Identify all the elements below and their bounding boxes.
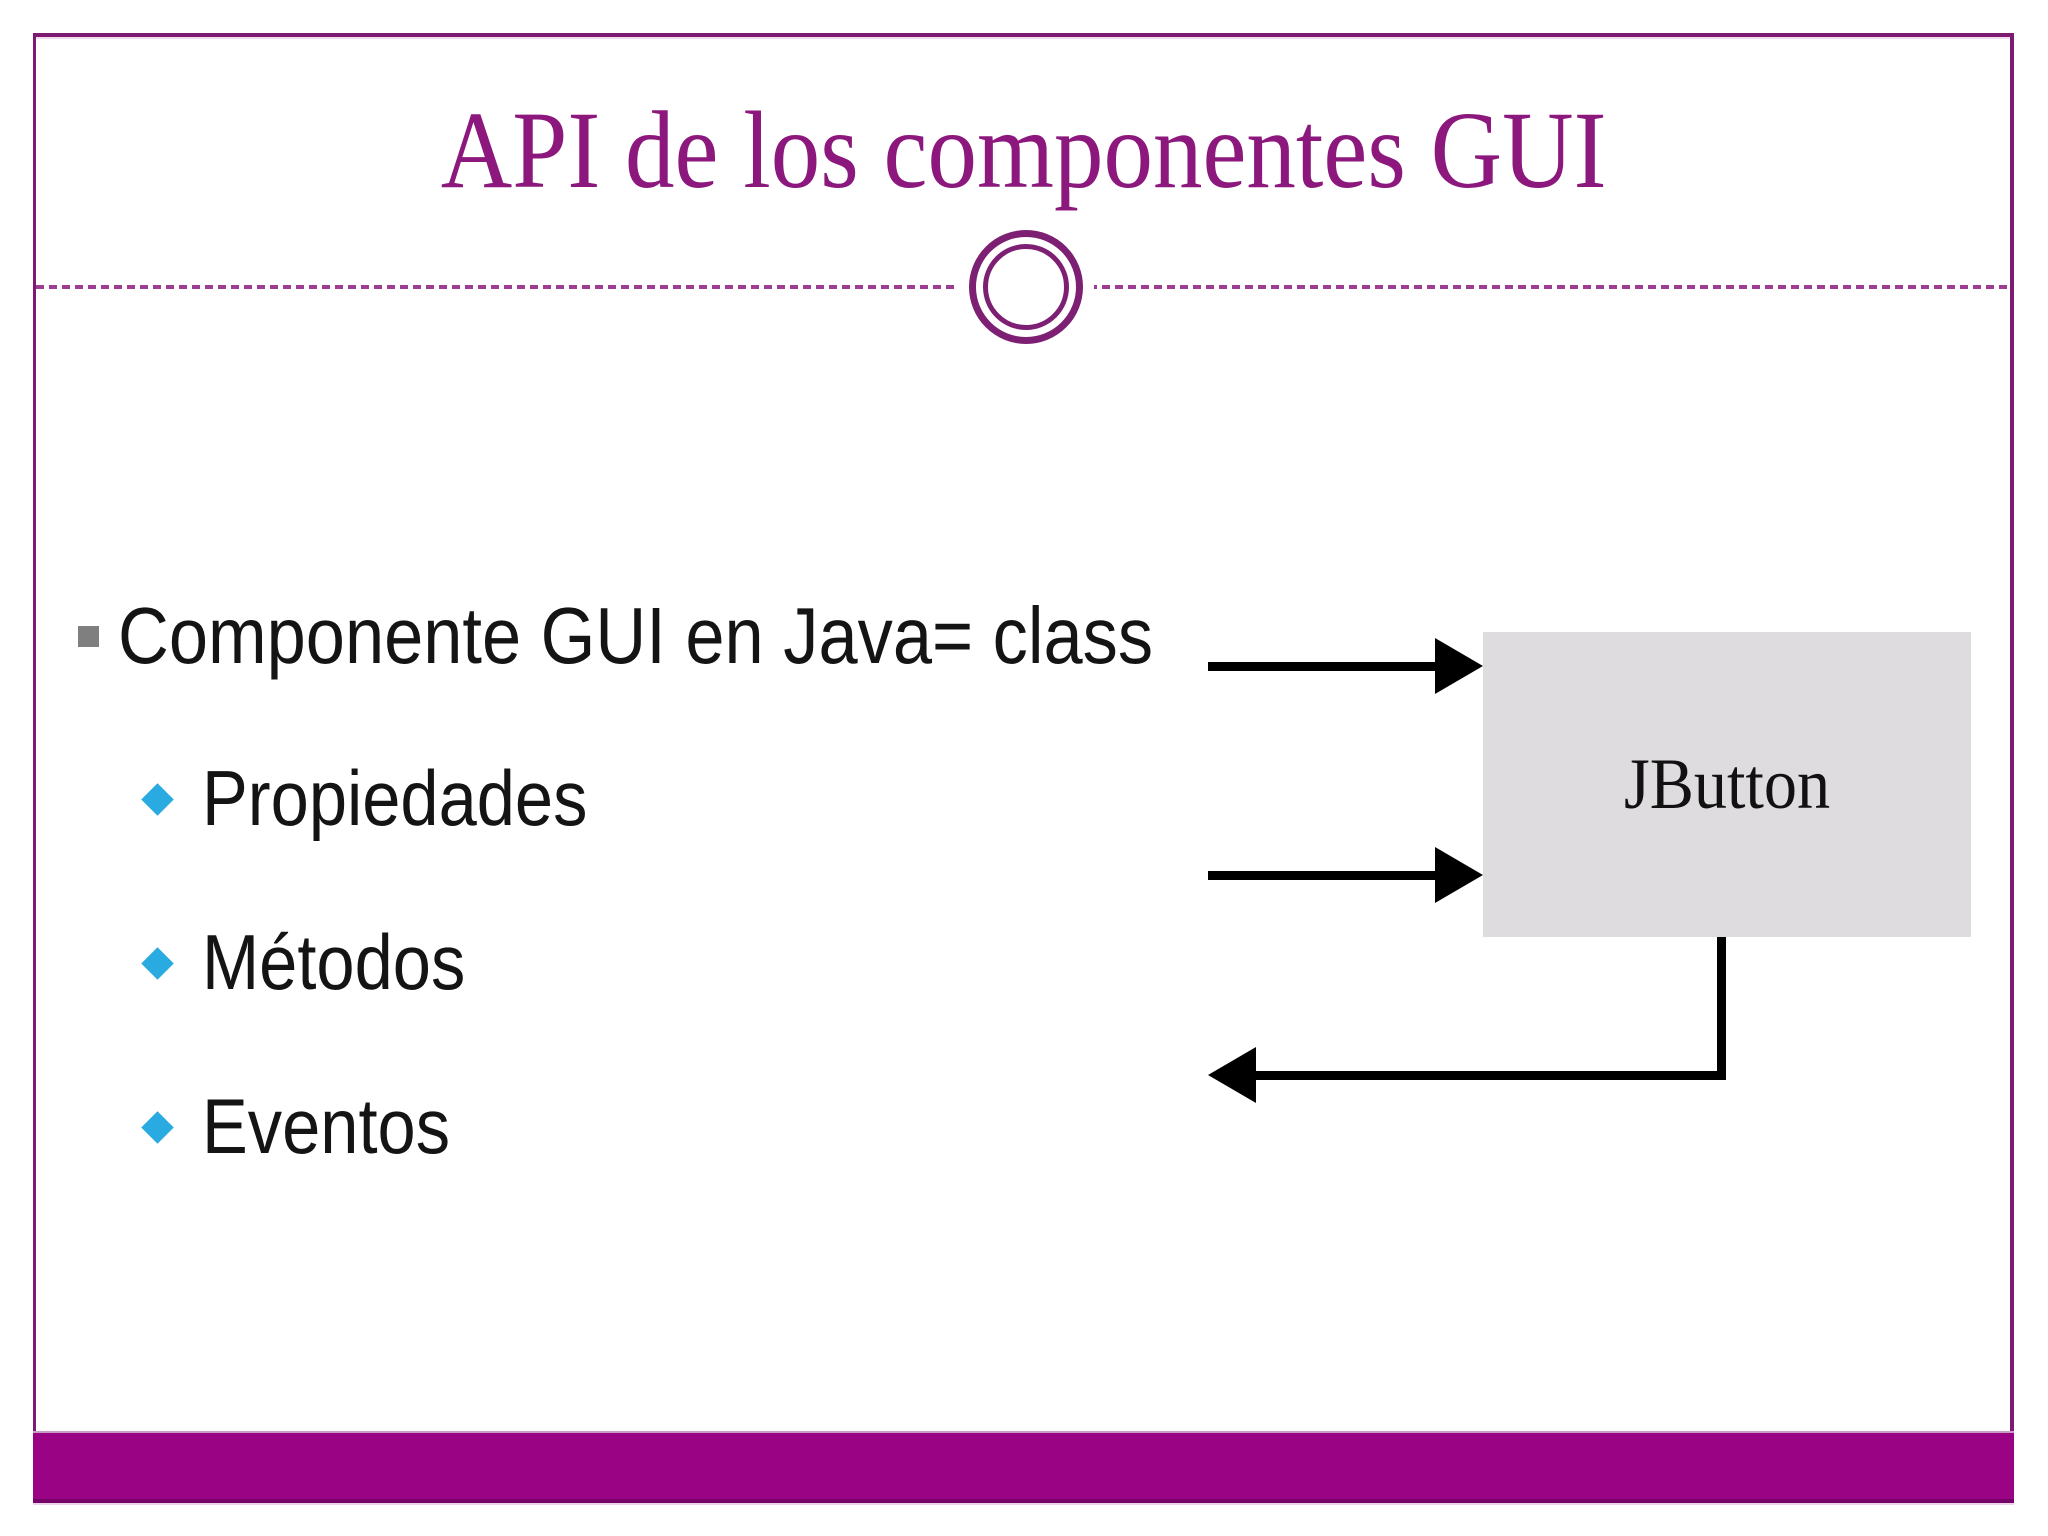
arrow-right-head-icon (1435, 638, 1483, 694)
bullet-sub-text: Métodos (202, 918, 466, 1007)
diamond-bullet-icon (140, 782, 174, 816)
slide-border-frame (33, 33, 2014, 1503)
arrow-into-box-lower-shaft (1208, 871, 1440, 880)
bullet-item-propiedades: Propiedades (140, 749, 640, 849)
diamond-bullet-icon (140, 1110, 174, 1144)
square-bullet-icon (78, 625, 99, 647)
inner-circle-icon (983, 244, 1069, 330)
bullet-sub-text: Eventos (202, 1082, 451, 1171)
arrow-out-horizontal-segment (1253, 1071, 1726, 1080)
bullet-main-text: Componente GUI en Java= class (118, 591, 1154, 680)
diamond-bullet-icon (140, 946, 174, 980)
bullet-item-metodos: Métodos (140, 913, 501, 1013)
diamond-shape (140, 946, 174, 980)
arrow-out-vertical-segment (1717, 937, 1726, 1080)
diamond-shape (140, 782, 174, 816)
bullet-item-main: Componente GUI en Java= class (78, 586, 1294, 686)
diamond-shape (140, 1110, 174, 1144)
bullet-item-eventos: Eventos (140, 1077, 484, 1177)
page-title: API de los componentes GUI (0, 80, 2048, 220)
footer-bar (33, 1431, 2014, 1503)
arrow-right-head-icon (1435, 847, 1483, 903)
frame-inner-glow (36, 37, 2010, 39)
jbutton-box: JButton (1483, 632, 1971, 937)
arrow-into-box-upper-shaft (1208, 662, 1440, 671)
arrow-left-head-icon (1208, 1047, 1256, 1103)
page-title-text: API de los componentes GUI (441, 88, 1607, 211)
jbutton-label: JButton (1623, 744, 1831, 824)
bullet-sub-text: Propiedades (202, 754, 588, 843)
double-circle-ornament-icon (969, 230, 1083, 344)
